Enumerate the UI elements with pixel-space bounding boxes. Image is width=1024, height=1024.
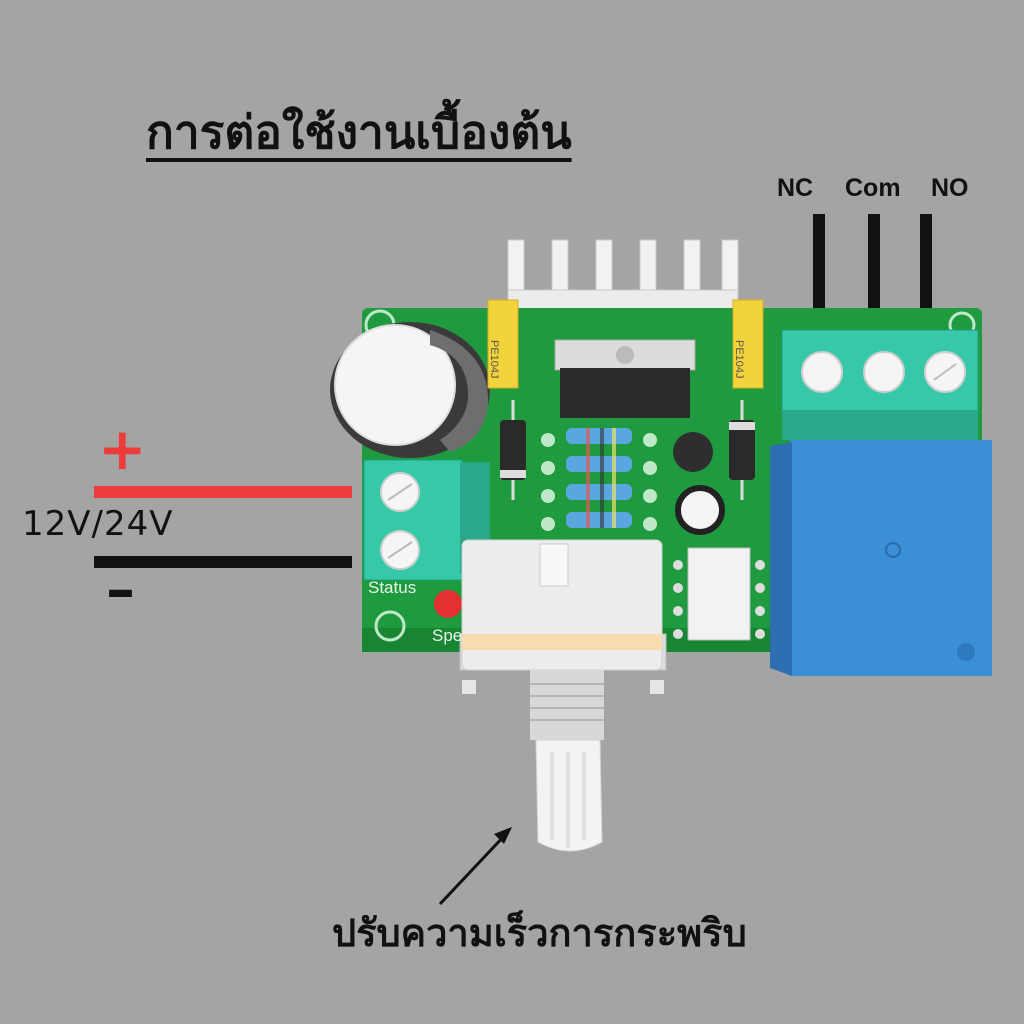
power-transistor (554, 339, 696, 418)
arrow-head (494, 827, 512, 844)
mounting-hole (374, 610, 406, 642)
negative-sign: – (106, 555, 135, 623)
terminal-label-com: Com (845, 174, 901, 202)
page-title: การต่อใช้งานเบื้องต้น (146, 105, 572, 159)
potentiometer[interactable] (459, 539, 667, 852)
knob-caption: ปรับความเร็วการกระพริบ (332, 911, 747, 955)
terminal-label-nc: NC (777, 174, 814, 202)
resistor-array (541, 428, 657, 531)
arrow-line (438, 832, 508, 906)
film-capacitor-left (487, 299, 519, 389)
status-led (434, 590, 462, 618)
silk-status-label: Status (368, 578, 417, 597)
film-capacitor-right (732, 299, 764, 389)
silk-speed-label: Spe (432, 626, 463, 645)
small-transistor (673, 432, 713, 472)
diode-left (500, 400, 526, 500)
negative-wire (94, 556, 352, 568)
positive-wire (94, 486, 352, 498)
film-capacitor-right-label: PE104J (733, 340, 745, 379)
wire-no (920, 214, 932, 332)
wire-nc (813, 214, 825, 332)
relay (770, 440, 992, 676)
electrolytic-capacitor (330, 322, 490, 458)
wire-com (868, 214, 880, 332)
voltage-label: 12V/24V (22, 504, 174, 544)
ic-chip (673, 547, 765, 641)
small-capacitor (675, 485, 725, 535)
relay-terminal-block (781, 329, 979, 440)
film-capacitor-left-label: PE104J (488, 340, 500, 379)
power-terminal-block (363, 459, 490, 581)
diode-right (729, 400, 755, 500)
terminal-label-no: NO (931, 174, 969, 202)
positive-sign: + (98, 415, 147, 483)
